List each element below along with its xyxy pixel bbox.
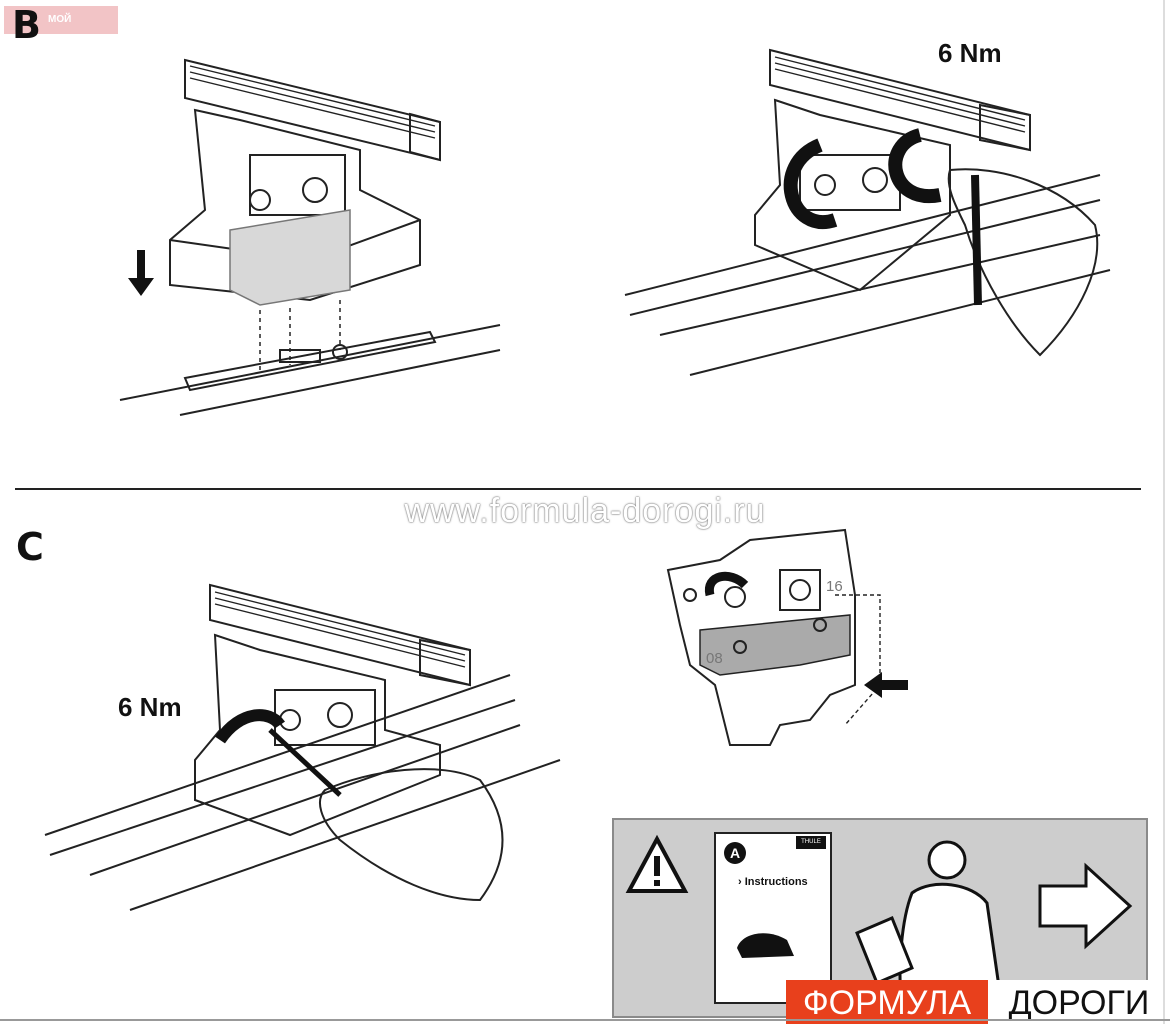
step-b-letter: B bbox=[12, 3, 41, 47]
booklet-title: › Instructions bbox=[738, 876, 808, 888]
scale-label-16: 16 bbox=[826, 578, 843, 595]
source-badge: МОЙ БАГАЖНИК bbox=[4, 6, 118, 53]
page-edge-right bbox=[1163, 0, 1165, 1024]
reading-person-icon bbox=[855, 840, 1004, 1010]
step-c-torque: 6 Nm bbox=[118, 692, 182, 722]
warning-icon bbox=[625, 834, 689, 893]
brand-logo-part2: ДОРОГИ bbox=[988, 980, 1170, 1024]
booklet-letter: A bbox=[724, 842, 746, 864]
step-c-letter: C bbox=[16, 525, 44, 569]
site-watermark: www.formula-dorogi.ru bbox=[404, 492, 766, 530]
step-c-adjustment-illustration bbox=[44, 583, 561, 911]
next-arrow-icon bbox=[1038, 862, 1133, 950]
scale-label-08: 08 bbox=[706, 650, 723, 667]
instruction-booklet bbox=[714, 832, 832, 1004]
step-b-torque: 6 Nm bbox=[938, 38, 1002, 68]
page-edge-bottom bbox=[0, 1019, 1170, 1021]
booklet-product-image bbox=[737, 933, 794, 958]
left-arrow-icon bbox=[864, 672, 908, 698]
down-arrow-icon bbox=[128, 250, 154, 296]
step-b-tightening-illustration bbox=[624, 48, 1111, 376]
step-b-foot-placement-illustration bbox=[119, 58, 501, 416]
booklet-logo: THULE bbox=[796, 836, 826, 849]
section-divider bbox=[15, 488, 1141, 490]
clamp-scale-detail bbox=[666, 528, 881, 746]
brand-logo-part1: ФОРМУЛА bbox=[786, 980, 988, 1024]
